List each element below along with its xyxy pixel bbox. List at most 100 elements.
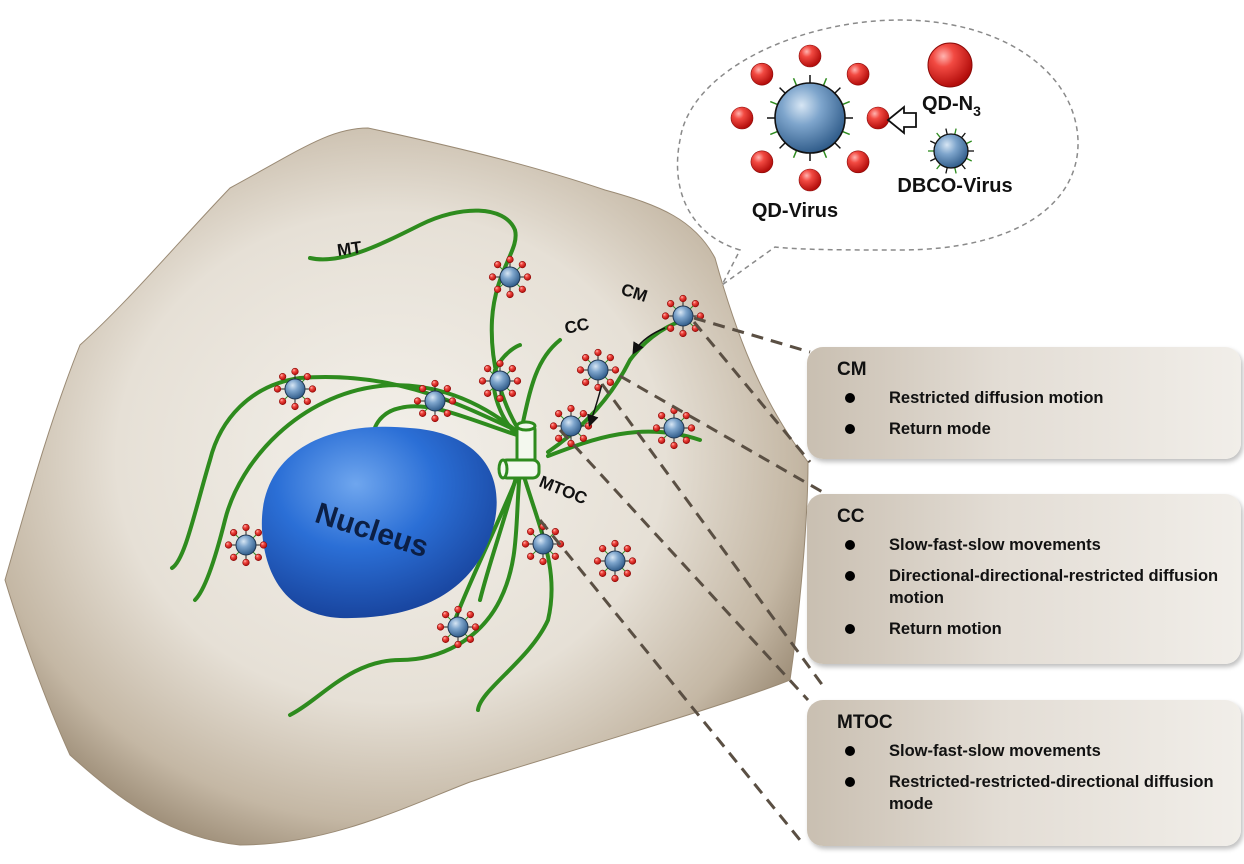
panel-list: Slow-fast-slow movements Restricted-rest…: [837, 740, 1229, 815]
quantum-dot: [419, 409, 427, 417]
microtubule: [491, 343, 522, 440]
list-item: Restricted-restricted-directional diffus…: [837, 771, 1229, 815]
panel-list: Slow-fast-slow movements Directional-dir…: [837, 534, 1229, 640]
quantum-dot: [303, 373, 311, 381]
quantum-dot: [484, 389, 492, 397]
quantum-dot: [593, 557, 602, 565]
quantum-dot: [471, 623, 480, 631]
quantum-dot: [442, 635, 450, 643]
quantum-dot: [567, 439, 575, 448]
quantum-dot: [527, 528, 535, 536]
quantum-dot: [279, 397, 287, 405]
quantum-dot: [611, 366, 620, 374]
quantum-dot: [658, 436, 666, 444]
mt-label: MT: [336, 238, 364, 260]
panel-list: Restricted diffusion motion Return mode: [837, 387, 1229, 440]
virus-core: [604, 550, 626, 572]
microtubule: [478, 468, 520, 602]
bullet-icon: [845, 624, 855, 634]
quantum-dot: [670, 441, 678, 450]
quantum-dot: [523, 273, 532, 281]
quantum-dot: [599, 545, 607, 553]
bullet-icon: [845, 424, 855, 434]
quantum-dot: [611, 574, 619, 583]
quantum-dot: [224, 541, 233, 549]
quantum-dot: [521, 540, 530, 548]
list-item: Return motion: [837, 618, 1229, 640]
quantum-dot: [279, 373, 287, 381]
mtoc-centrioles: [497, 420, 541, 480]
quantum-dot: [623, 569, 631, 577]
qd-virus: [661, 294, 705, 338]
virus-particles: [224, 255, 705, 649]
bullet-icon: [845, 540, 855, 550]
panel-cc: CC Slow-fast-slow movements Directional-…: [807, 494, 1241, 664]
quantum-dot: [750, 62, 774, 86]
qd-virus: [436, 605, 480, 649]
quantum-dot: [448, 397, 457, 405]
legend-bubble: QD-Virus QD-N3 DBCO-Virus: [676, 19, 1079, 286]
quantum-dot: [478, 377, 487, 385]
virus-core: [672, 305, 694, 327]
open-arrow-icon: [886, 105, 917, 135]
microtubule: [371, 404, 522, 442]
list-item: Return mode: [837, 418, 1229, 440]
virus-core: [447, 616, 469, 638]
quantum-dot: [508, 389, 516, 397]
quantum-dot: [308, 385, 317, 393]
qd-virus: [652, 406, 696, 450]
qd-virus: [549, 404, 593, 448]
quantum-dot: [230, 553, 238, 561]
quantum-dot: [679, 294, 687, 303]
panel-title: MTOC: [837, 712, 893, 733]
panel-mtoc: MTOC Slow-fast-slow movements Restricted…: [807, 700, 1241, 846]
quantum-dot: [658, 412, 666, 420]
quantum-dot: [496, 359, 504, 368]
quantum-dot: [667, 324, 675, 332]
quantum-dot: [682, 412, 690, 420]
quantum-dot: [506, 255, 514, 264]
list-item: Directional-directional-restricted diffu…: [837, 565, 1229, 609]
quantum-dot: [599, 569, 607, 577]
qd-virus-label: QD-Virus: [752, 200, 838, 222]
quantum-dot: [513, 377, 522, 385]
quantum-dot: [291, 367, 299, 376]
quantum-dot: [691, 300, 699, 308]
quantum-dot: [518, 261, 526, 269]
panel-title: CM: [837, 359, 867, 380]
quantum-dot: [242, 523, 250, 532]
quantum-dot: [508, 365, 516, 373]
quantum-dot: [484, 365, 492, 373]
motion-arrows: [587, 327, 666, 427]
large-virus-icon: [774, 82, 846, 154]
virus-core: [424, 390, 446, 412]
quantum-dot: [494, 261, 502, 269]
qd-virus: [478, 359, 522, 403]
microtubule: [193, 383, 522, 602]
quantum-dot: [254, 553, 262, 561]
quantum-dot: [667, 300, 675, 308]
quantum-dot: [454, 640, 462, 649]
quantum-dot: [551, 528, 559, 536]
virus-core: [587, 359, 609, 381]
quantum-dot: [555, 410, 563, 418]
quantum-dot: [606, 354, 614, 362]
microtubule: [476, 468, 554, 712]
quantum-dot: [579, 434, 587, 442]
quantum-dot: [273, 385, 282, 393]
quantum-dot: [431, 414, 439, 423]
qd-n3-icon: [927, 42, 973, 88]
quantum-dot: [582, 378, 590, 386]
quantum-dot: [443, 409, 451, 417]
virus-core: [560, 415, 582, 437]
quantum-dot: [579, 410, 587, 418]
virus-core: [284, 378, 306, 400]
quantum-dot: [576, 366, 585, 374]
quantum-dot: [652, 424, 661, 432]
quantum-dot: [611, 539, 619, 548]
quantum-dot: [567, 404, 575, 413]
virus-core: [235, 534, 257, 556]
dbco-virus-label: DBCO-Virus: [897, 175, 1012, 197]
virus-core: [532, 533, 554, 555]
bullet-icon: [845, 571, 855, 581]
